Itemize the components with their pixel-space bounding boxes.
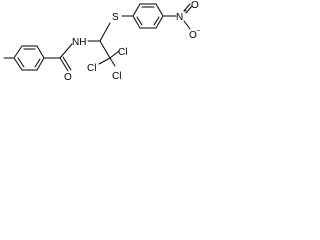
nitrogen-positive-charge: + (183, 8, 187, 15)
amide-bond (59, 43, 73, 59)
atom-nitro-oxygen-minus: O (189, 30, 197, 41)
atom-sulfur: S (112, 12, 119, 23)
atom-chlorine-3: Cl (112, 71, 121, 82)
nitro-double-bond (183, 3, 193, 14)
trichloromethyl-bonds (98, 50, 120, 67)
nitro-single-bond (183, 20, 191, 30)
ch-s-bond (99, 22, 111, 42)
toluoyl-ring (13, 45, 45, 71)
carbonyl-double-bond (59, 56, 72, 72)
chemical-structure: NH S O Cl Cl Cl N + O O − (3, 0, 200, 83)
atom-nh: NH (72, 37, 86, 48)
ch-ccl3-bond (99, 40, 111, 59)
atom-nitro-oxygen-double: O (191, 0, 199, 11)
atom-carbonyl-oxygen: O (64, 72, 72, 83)
atom-chlorine-1: Cl (87, 63, 96, 74)
atom-nitro-nitrogen: N (176, 12, 183, 23)
atom-chlorine-2: Cl (118, 47, 127, 58)
oxygen-negative-charge: − (196, 28, 200, 35)
nitrophenyl-ring (132, 3, 164, 29)
